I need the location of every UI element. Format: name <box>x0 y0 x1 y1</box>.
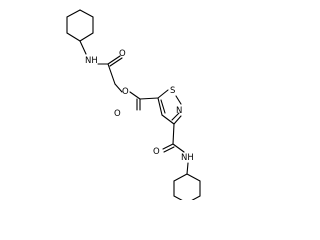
atom-o-carbonyl-ester: O <box>114 109 121 119</box>
atom-o-carbonyl-ester-label: O <box>114 109 121 119</box>
atom-o-amide-top: O <box>119 49 126 59</box>
atom-nh-top: NH <box>85 56 98 66</box>
atom-o-amide-bottom-label: O <box>153 147 160 157</box>
atom-n-ring: N <box>176 106 182 116</box>
top-amide-chain <box>79 40 123 93</box>
atom-o-amide-bottom: O <box>153 147 160 157</box>
ester-linkage <box>129 91 159 111</box>
bottom-cyclohexyl-ring <box>173 173 201 200</box>
top-cyclohexyl-ring <box>66 9 94 42</box>
atom-s-ring-label: S <box>170 86 175 96</box>
isothiazole-ring <box>157 89 182 125</box>
atom-o-ester-label: O <box>122 87 129 97</box>
atom-nh-bottom-label: NH <box>181 153 194 163</box>
atom-n-ring-label: N <box>176 106 182 116</box>
molecule-diagram: NH O O O S N O NH <box>66 9 201 200</box>
atom-o-ester: O <box>122 87 129 97</box>
atom-nh-bottom: NH <box>181 153 194 163</box>
atom-s-ring: S <box>170 86 175 96</box>
atom-o-amide-top-label: O <box>119 49 126 59</box>
atom-nh-top-label: NH <box>85 56 98 66</box>
bottom-amide-chain <box>162 123 189 175</box>
